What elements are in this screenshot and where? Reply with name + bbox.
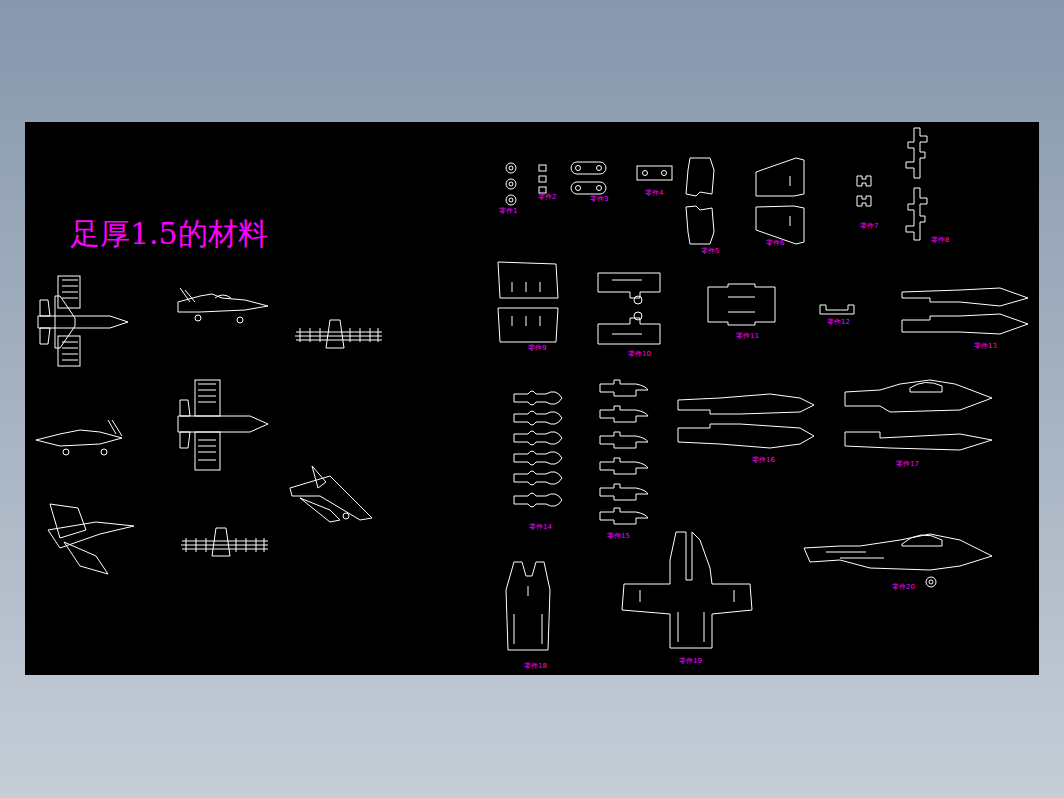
part-14: [514, 391, 562, 507]
part-17: [845, 380, 992, 450]
part-3: [571, 162, 606, 194]
part-label: 零件13: [974, 343, 997, 350]
part-6: [756, 158, 804, 244]
part-label: 零件1: [499, 208, 517, 215]
part-label: 零件17: [896, 461, 919, 468]
part-2: [539, 165, 546, 193]
part-label: 零件4: [645, 190, 663, 197]
part-8: [906, 128, 927, 240]
part-label: 零件5: [701, 248, 719, 255]
plane-top-view: [38, 276, 128, 366]
part-11: [708, 284, 775, 325]
part-label: 零件11: [736, 333, 759, 340]
sheet-title: 足厚1.5的材料: [70, 219, 268, 249]
part-1: [506, 163, 516, 205]
part-label: 零件15: [607, 533, 630, 540]
part-label: 零件6: [766, 240, 784, 247]
part-4: [637, 166, 672, 180]
part-label: 零件19: [679, 658, 702, 665]
part-18: [506, 562, 550, 650]
plane-iso-view: [48, 504, 134, 574]
part-12: [820, 305, 854, 314]
part-label: 零件7: [860, 223, 878, 230]
part-13: [902, 288, 1028, 334]
part-7: [857, 176, 871, 206]
part-label: 零件20: [892, 584, 915, 591]
part-label: 零件16: [752, 457, 775, 464]
part-label: 零件3: [590, 196, 608, 203]
part-19: [622, 532, 752, 648]
plane-side-view: [36, 420, 122, 455]
plane-front-view: [181, 528, 268, 556]
part-label: 零件14: [529, 524, 552, 531]
part-20: [804, 534, 992, 587]
part-label: 零件9: [528, 345, 546, 352]
part-15: [600, 380, 648, 524]
part-10: [598, 273, 660, 344]
part-16: [678, 394, 814, 448]
part-label: 零件12: [827, 319, 850, 326]
part-label: 零件18: [524, 663, 547, 670]
part-9: [498, 262, 558, 342]
plane-top-view: [178, 380, 268, 470]
plane-side-view: [178, 288, 268, 323]
part-label: 零件8: [931, 237, 949, 244]
part-5: [686, 158, 714, 244]
part-label: 零件10: [628, 351, 651, 358]
drawing-area: [25, 122, 1039, 675]
plane-iso-view: [290, 466, 372, 522]
plane-front-view: [295, 320, 382, 348]
part-label: 零件2: [538, 194, 556, 201]
